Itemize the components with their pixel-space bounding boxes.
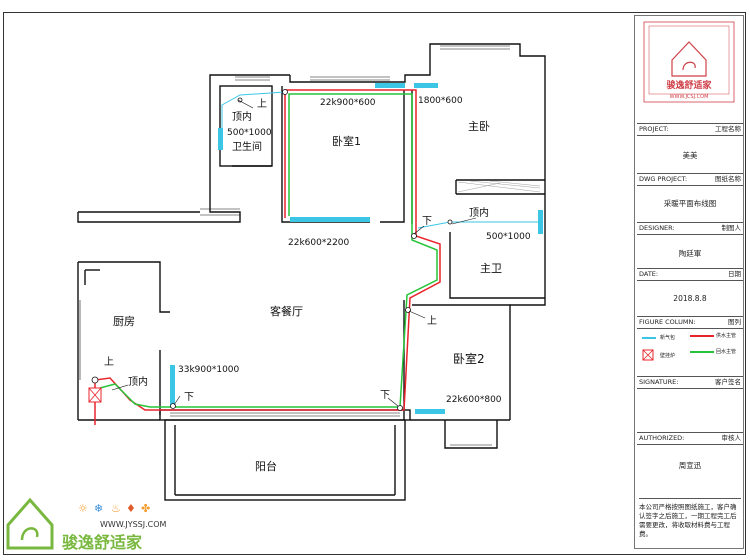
radiator-bath xyxy=(218,128,223,150)
logo-url: WWW.JCSJ.COM xyxy=(670,94,709,100)
logo-text: 骏逸舒适家 xyxy=(666,79,712,91)
labels: 卧室1 主卧 卫生间 主卫 客餐厅 厨房 卧室2 阳台 500*1000 22k… xyxy=(104,96,531,473)
return-pipe xyxy=(99,93,438,408)
weather-icons: ☼ ❄ ♨ ♦ ✤ xyxy=(78,502,150,515)
droplet-icon: ♦ xyxy=(126,502,136,515)
project-value: 美美 xyxy=(682,151,698,160)
project-label: PROJECT: xyxy=(639,125,669,133)
room-balcony: 阳台 xyxy=(255,459,277,473)
marker-down-master: 下 xyxy=(422,216,432,227)
date-name-label: 日期 xyxy=(728,270,741,278)
radiators xyxy=(170,83,543,414)
radiator-master-bath xyxy=(538,210,543,234)
hatch xyxy=(457,180,541,193)
marker-top-inside-bath: 顶内 xyxy=(232,110,252,123)
marker-down-living: 下 xyxy=(184,392,194,403)
radiator-feeds xyxy=(221,91,538,229)
marker-top-inside-master: 顶内 xyxy=(469,206,489,219)
walls xyxy=(77,43,546,501)
leaders xyxy=(111,99,477,407)
pipes xyxy=(94,89,441,425)
supply-pipe xyxy=(94,89,441,411)
legend-label-4: 回水主管 xyxy=(716,349,737,355)
radiator-label-master-bath: 500*1000 xyxy=(486,232,531,242)
figure-name-label: 图列 xyxy=(728,318,741,326)
radiator-master-top xyxy=(414,83,438,88)
dwg-name-label: 图纸名称 xyxy=(715,175,741,183)
room-bedroom1: 卧室1 xyxy=(332,134,361,148)
radiator-bed2 xyxy=(415,409,445,414)
marker-top-inside-kitchen: 顶内 xyxy=(128,375,148,388)
project-name-label: 工程名称 xyxy=(715,125,741,133)
boiler-icon xyxy=(88,387,102,403)
dwg-value: 采暖平面布线图 xyxy=(663,199,717,208)
date-header: DATE: 日期 xyxy=(637,268,743,281)
fan-icon: ✤ xyxy=(141,502,150,515)
designer-value: 陶廷軍 xyxy=(678,249,702,258)
radiator-label-bed2: 22k600*800 xyxy=(446,395,502,405)
authorized-header: AUTHORIZED: 审核人 xyxy=(637,432,743,445)
radiator-living xyxy=(170,365,175,405)
legend-label-3: 壁挂炉 xyxy=(660,353,676,359)
radiator-label-master-top: 1800*600 xyxy=(418,96,463,106)
room-master: 主卧 xyxy=(468,120,490,133)
marker-up-kitchen: 上 xyxy=(104,356,114,368)
date-value: 2018.8.8 xyxy=(673,294,707,303)
radiator-bed1-top xyxy=(375,83,405,88)
authorized-label: AUTHORIZED: xyxy=(639,434,685,442)
authorized-name-label: 审核人 xyxy=(721,434,742,442)
windows xyxy=(79,45,510,446)
room-living: 客餐厅 xyxy=(270,304,303,318)
project-header: PROJECT: 工程名称 xyxy=(637,123,743,136)
date-label: DATE: xyxy=(639,270,659,278)
designer-name-label: 制图人 xyxy=(721,224,742,232)
title-block-frame xyxy=(634,15,744,549)
brand-url: WWW.JYSSJ.COM xyxy=(100,520,167,529)
radiator-label-living: 33k900*1000 xyxy=(178,365,240,375)
marker-up-bath: 上 xyxy=(257,98,267,110)
room-kitchen: 厨房 xyxy=(113,315,135,328)
radiator-label-bath: 500*1000 xyxy=(227,128,272,138)
dwg-header: DWG PROJECT: 图纸名称 xyxy=(637,173,743,186)
dwg-label: DWG PROJECT: xyxy=(639,175,688,183)
snowflake-icon: ❄ xyxy=(94,502,103,515)
figure-label: FIGURE COLUMN: xyxy=(639,318,696,326)
signature-header: SIGNATURE: 客户签名 xyxy=(637,376,743,389)
designer-header: DESIGNER: 制图人 xyxy=(637,222,743,235)
brand-logo-icon xyxy=(6,497,54,550)
figure-header: FIGURE COLUMN: 图列 xyxy=(637,316,743,329)
logo-icon xyxy=(671,41,707,77)
authorized-value: 周宣迅 xyxy=(678,461,702,470)
nodes xyxy=(91,89,453,411)
legend-label-1: 新气包 xyxy=(660,335,676,341)
radiator-label-bed1-bottom: 22k600*2200 xyxy=(288,238,350,248)
room-master-bath: 主卫 xyxy=(480,262,502,275)
flame-icon: ♨ xyxy=(111,502,121,515)
room-bedroom2: 卧室2 xyxy=(453,351,485,366)
sheet-border xyxy=(3,12,746,555)
construction-note: 本公司严格按照图纸施工，客户确认签字之后施工，一期工程完工后需要更改，将收取材料… xyxy=(639,498,741,539)
marker-down-bed2: 下 xyxy=(380,390,390,401)
sun-icon: ☼ xyxy=(78,502,88,515)
radiator-bed1-bottom xyxy=(290,217,370,222)
legend-label-2: 供水主管 xyxy=(716,333,737,339)
signature-label: SIGNATURE: xyxy=(639,378,679,386)
radiator-label-bed1-top: 22k900*600 xyxy=(320,98,376,108)
marker-up-bed2: 上 xyxy=(427,315,437,327)
room-bath: 卫生间 xyxy=(232,140,262,153)
signature-name-label: 客户签名 xyxy=(715,378,741,386)
legend-symbols xyxy=(642,335,714,361)
brand-name: 骏逸舒适家 xyxy=(62,533,143,552)
designer-label: DESIGNER: xyxy=(639,224,675,232)
